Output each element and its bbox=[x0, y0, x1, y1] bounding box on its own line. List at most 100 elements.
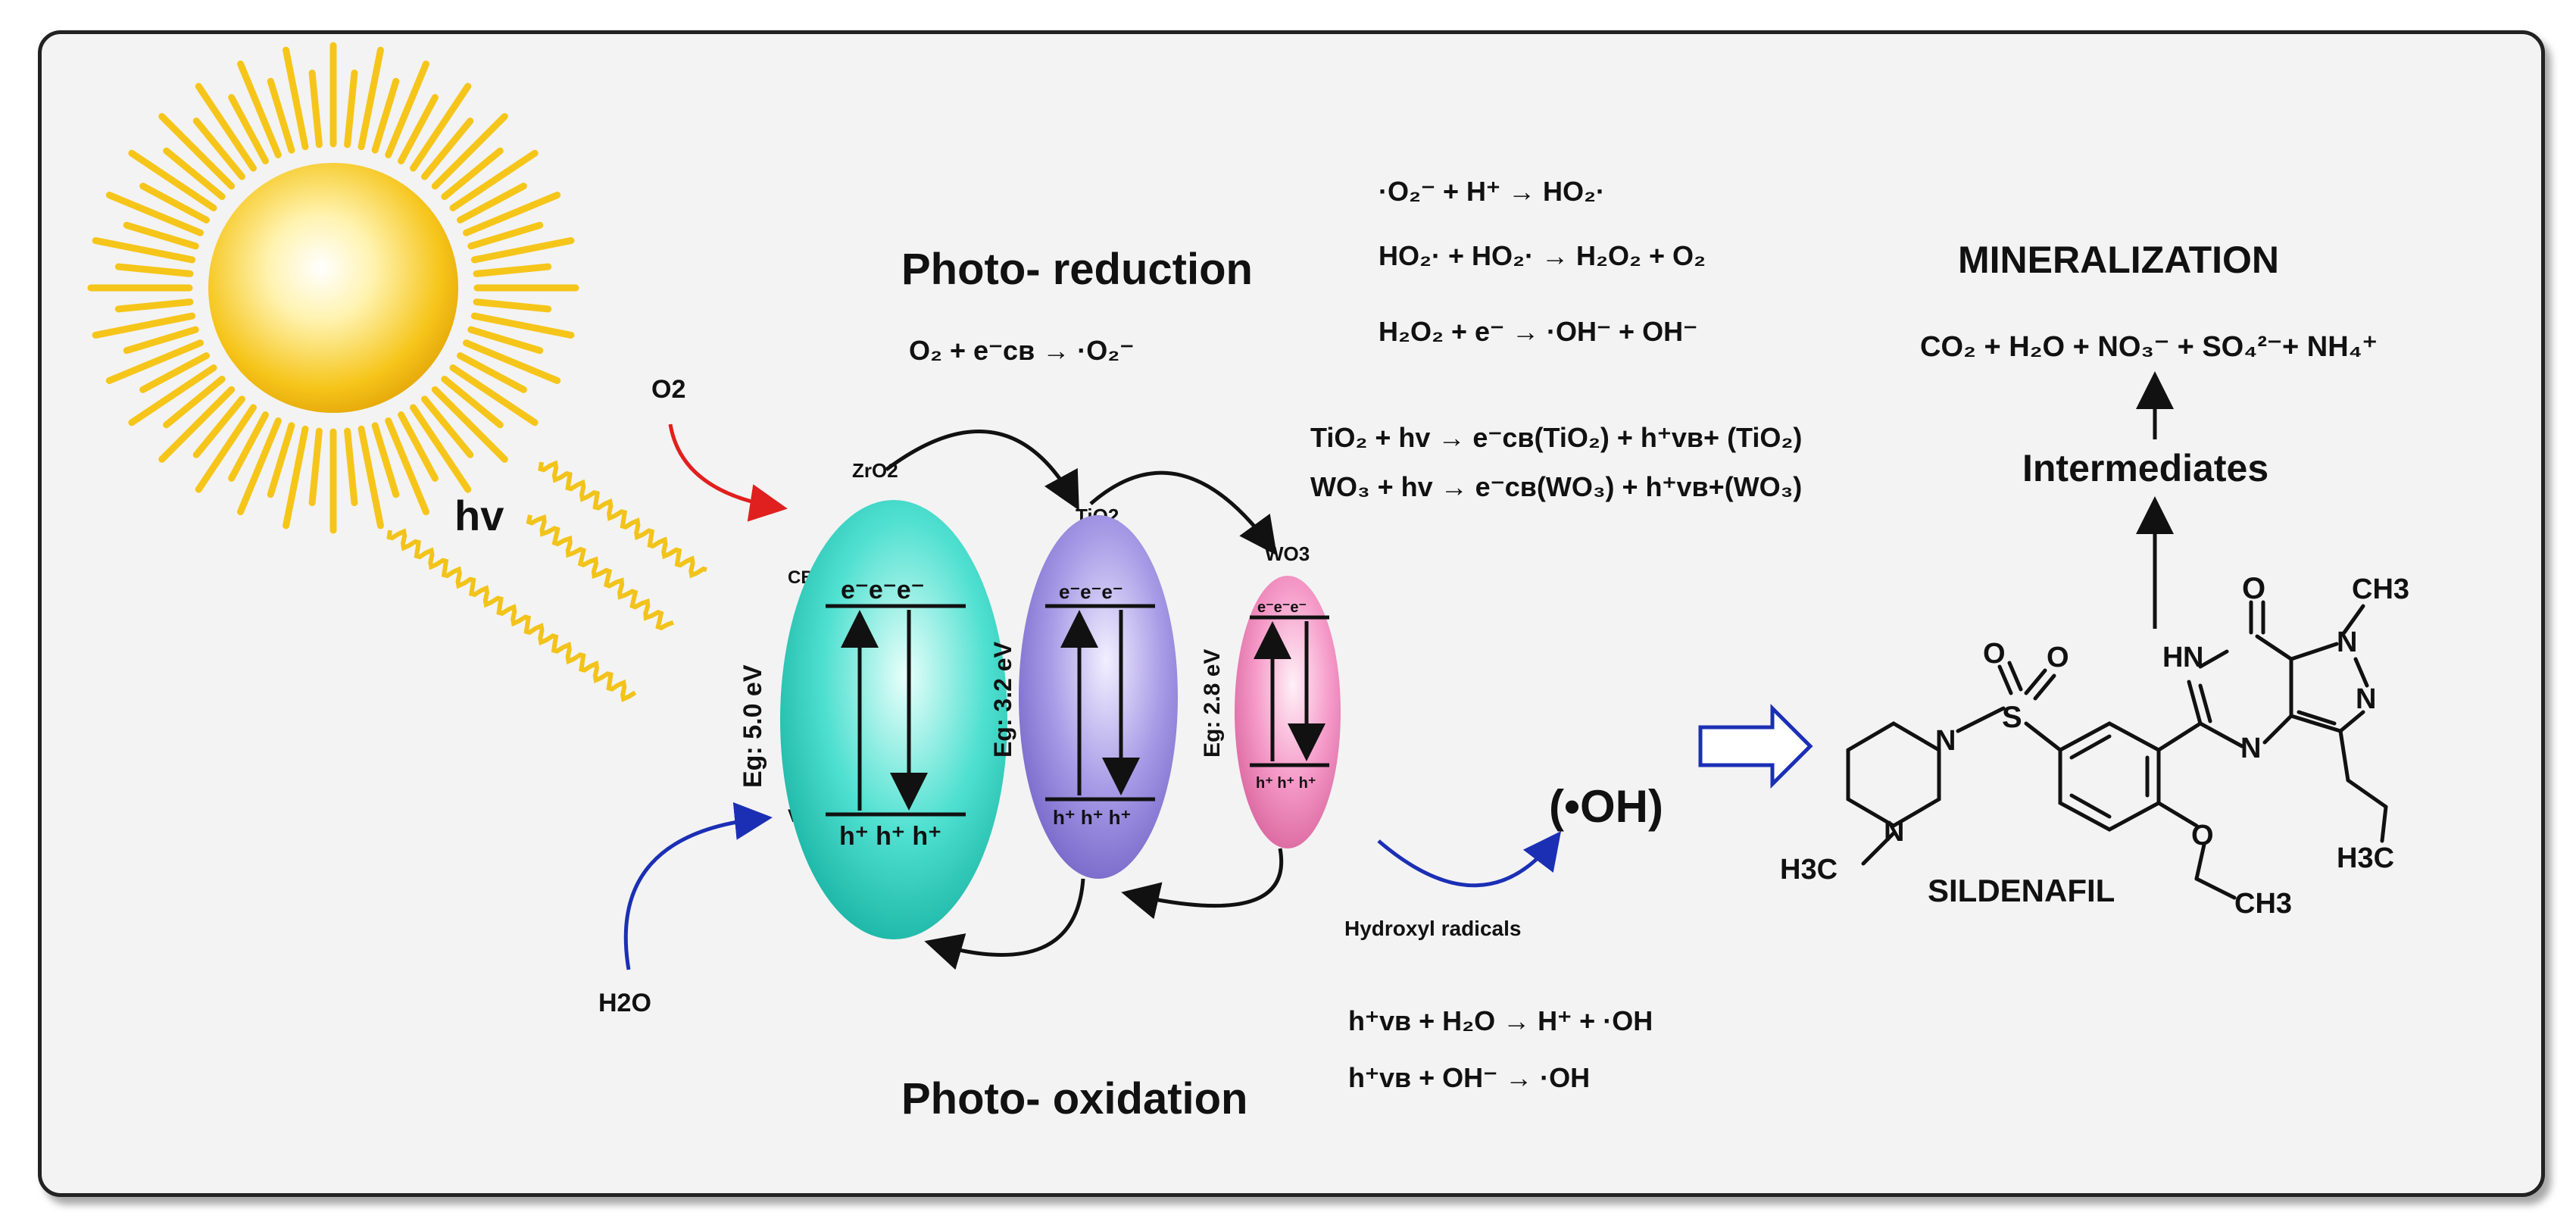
oxidation-eq-2: h⁺ᴠʙ + OH⁻ → ·OH bbox=[1348, 1062, 1590, 1093]
sun-ray bbox=[237, 60, 282, 158]
sun-ray bbox=[158, 113, 236, 190]
sun-ray bbox=[192, 117, 245, 180]
zro2-electrons: e⁻e⁻e⁻ bbox=[841, 576, 925, 605]
sun-ray bbox=[431, 113, 508, 190]
sun-ray bbox=[385, 60, 429, 158]
wo3-holes: h⁺ h⁺ h⁺ bbox=[1256, 775, 1316, 792]
sun-ray bbox=[139, 183, 210, 223]
svg-text:N: N bbox=[1935, 725, 1956, 757]
sun-ray bbox=[114, 263, 194, 277]
intermediates-label: Intermediates bbox=[2022, 447, 2268, 489]
sun-ray bbox=[228, 94, 269, 164]
sun-ray bbox=[128, 364, 217, 427]
mineralization-products: CO₂ + H₂O + NO₃⁻ + SO₄²⁻+ NH₄⁺ bbox=[1920, 331, 2378, 363]
sun-ray bbox=[463, 339, 561, 384]
sun-ray bbox=[449, 364, 539, 427]
svg-text:O: O bbox=[1983, 638, 2006, 670]
sun-ray bbox=[470, 237, 575, 264]
svg-text:O: O bbox=[2242, 572, 2265, 605]
sun-ray bbox=[123, 221, 199, 250]
sun-icon bbox=[87, 42, 579, 534]
sun-ray bbox=[385, 417, 429, 516]
svg-text:CH3: CH3 bbox=[2352, 573, 2409, 605]
sun-ray bbox=[344, 427, 358, 507]
excitation-eq-wo3: WO₃ + hv → e⁻ᴄʙ(WO₃) + h⁺ᴠʙ+(WO₃) bbox=[1310, 471, 1802, 502]
tio2-bandgap: Eg: 3.2 eV bbox=[989, 641, 1016, 758]
svg-text:CH3: CH3 bbox=[2234, 888, 2292, 920]
sun-ray bbox=[398, 411, 439, 482]
sun-ray bbox=[457, 183, 527, 223]
degradation-arrow-icon bbox=[1698, 703, 1813, 789]
sun-ray bbox=[283, 425, 309, 530]
sun-ray bbox=[158, 386, 236, 463]
sun-ray bbox=[308, 427, 323, 507]
sun-ray bbox=[163, 147, 226, 200]
hv-label: hv bbox=[454, 492, 504, 539]
sun-ray bbox=[139, 352, 210, 393]
superoxide-eq-1: ·O₂⁻ + H⁺ → HO₂· bbox=[1379, 176, 1605, 207]
svg-text:O: O bbox=[2191, 820, 2214, 851]
sun-ray bbox=[358, 46, 384, 151]
h2o-input-label: H2O bbox=[598, 989, 651, 1017]
sun-ray bbox=[308, 69, 323, 148]
sun-ray bbox=[371, 77, 400, 154]
zro2-particle bbox=[780, 500, 1007, 939]
sun-ray bbox=[473, 263, 552, 277]
sun-ray bbox=[398, 94, 439, 164]
svg-text:N: N bbox=[2183, 642, 2203, 673]
o2-input-label: O2 bbox=[651, 375, 685, 404]
svg-text:N: N bbox=[2337, 626, 2357, 658]
sun-ray bbox=[192, 395, 245, 458]
h2o-arrow bbox=[623, 801, 773, 970]
sun-ray bbox=[195, 404, 257, 493]
hydroxyl-caption: Hydroxyl radicals bbox=[1344, 917, 1521, 940]
sun-ray bbox=[283, 46, 309, 151]
sun-ray bbox=[441, 147, 504, 200]
sun-ray bbox=[267, 77, 295, 154]
sun-ray bbox=[457, 352, 527, 393]
sun-ray bbox=[410, 404, 472, 493]
sun-ray bbox=[128, 149, 217, 211]
sun-ray bbox=[195, 83, 257, 172]
superoxide-eq-3: H₂O₂ + e⁻ → ·OH⁻ + OH⁻ bbox=[1379, 316, 1697, 347]
sildenafil-label: SILDENAFIL bbox=[1928, 873, 2115, 908]
excitation-eq-tio2: TiO₂ + hv → e⁻ᴄʙ(TiO₂) + h⁺ᴠʙ+ (TiO₂) bbox=[1310, 422, 1802, 453]
sun-ray bbox=[237, 417, 282, 516]
hydroxyl-arrow bbox=[1377, 831, 1562, 888]
light-waves-icon bbox=[386, 460, 707, 702]
charge-transfer-arrows bbox=[885, 429, 1283, 970]
sun-ray bbox=[358, 425, 384, 530]
svg-text:N: N bbox=[1884, 816, 1904, 848]
tio2-electrons: e⁻e⁻e⁻ bbox=[1059, 580, 1123, 603]
sun-ray bbox=[123, 326, 199, 355]
sun-ray bbox=[92, 237, 196, 264]
sun-ray bbox=[470, 312, 575, 339]
zro2-bandgap: Eg: 5.0 eV bbox=[738, 664, 767, 788]
sun-ray bbox=[105, 192, 204, 236]
sun-ray bbox=[114, 298, 194, 313]
sun-ray bbox=[421, 395, 474, 458]
svg-text:N: N bbox=[2240, 733, 2261, 764]
sun-ray bbox=[92, 312, 196, 339]
sun-ray bbox=[441, 376, 504, 429]
svg-text:S: S bbox=[2002, 701, 2022, 734]
sun-ray bbox=[467, 221, 544, 250]
sun-ray bbox=[228, 411, 269, 482]
svg-text:H: H bbox=[2162, 642, 2183, 673]
svg-text:H3C: H3C bbox=[1780, 854, 1838, 886]
wo3-electrons: e⁻e⁻e⁻ bbox=[1257, 599, 1307, 616]
sun-ray bbox=[467, 326, 544, 355]
sun-ray bbox=[344, 69, 358, 148]
sun-ray bbox=[163, 376, 226, 429]
zro2-holes: h⁺ h⁺ h⁺ bbox=[839, 822, 941, 851]
sun-ray bbox=[431, 386, 508, 463]
o2-arrow bbox=[668, 423, 788, 522]
sun-ray bbox=[421, 117, 474, 180]
svg-text:N: N bbox=[2356, 683, 2376, 715]
sildenafil-structure bbox=[1846, 600, 2388, 900]
svg-text:O: O bbox=[2047, 642, 2069, 673]
superoxide-eq-2: HO₂· + HO₂· → H₂O₂ + O₂ bbox=[1379, 240, 1706, 271]
sun-ray bbox=[105, 339, 204, 384]
sildenafil-atom-labels: O CH3 H N N N N S O O N N H3C O CH3 H3C bbox=[1780, 572, 2409, 920]
photo-oxidation-heading: Photo- oxidation bbox=[901, 1074, 1248, 1123]
